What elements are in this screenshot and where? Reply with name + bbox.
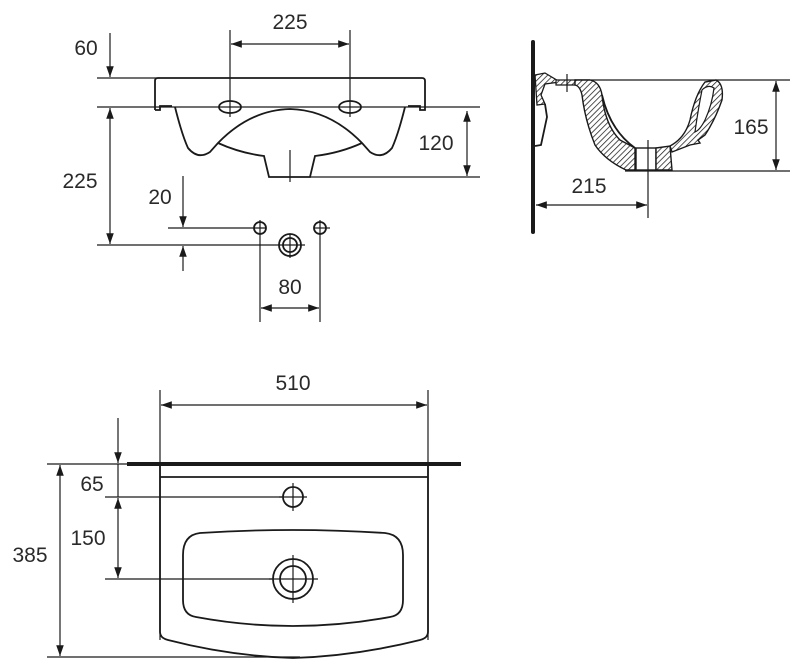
dimension-label-height: 165 xyxy=(733,116,768,139)
rim-section xyxy=(555,79,576,86)
basin-outline xyxy=(159,464,429,659)
basin-rim-outline xyxy=(155,105,172,111)
bowl-inner-outline xyxy=(601,94,636,149)
dimension-label-bowl-depth: 120 xyxy=(418,132,453,155)
basin-body-outline xyxy=(174,106,406,157)
dimension-label-rim-height: 60 xyxy=(74,37,97,60)
dimension-label-mount-height: 225 xyxy=(62,170,97,193)
drain-section xyxy=(655,145,673,171)
top-view: 510 65 150 385 xyxy=(12,372,461,659)
dimension-label-drain-projection: 215 xyxy=(571,175,606,198)
overflow-channel xyxy=(694,85,715,133)
dimension-label-depth: 385 xyxy=(12,544,47,567)
dimension-label-tap-spacing: 225 xyxy=(272,11,307,34)
wall-bracket-section xyxy=(534,72,562,106)
dimension-label-pipe-offset: 20 xyxy=(148,186,171,209)
dimension-label-tap-hole-offset: 65 xyxy=(80,473,103,496)
bowl-wall-section-left xyxy=(574,79,636,171)
basin-rim-outline xyxy=(154,77,426,111)
dimension-label-width: 510 xyxy=(275,372,310,395)
dimension-label-drain-offset: 150 xyxy=(70,527,105,550)
drain-outlet-icon xyxy=(635,147,657,171)
tap-hole-icon xyxy=(338,100,362,114)
basin-bowl-outline xyxy=(182,529,404,627)
front-view: 225 60 225 120 20 xyxy=(62,11,480,322)
side-view: 165 215 xyxy=(531,40,790,234)
dimension-label-pipe-spacing: 80 xyxy=(278,276,301,299)
wall-bracket-outline xyxy=(534,103,548,147)
tap-hole-icon xyxy=(218,100,242,114)
bowl-wall-section-right xyxy=(669,79,724,153)
